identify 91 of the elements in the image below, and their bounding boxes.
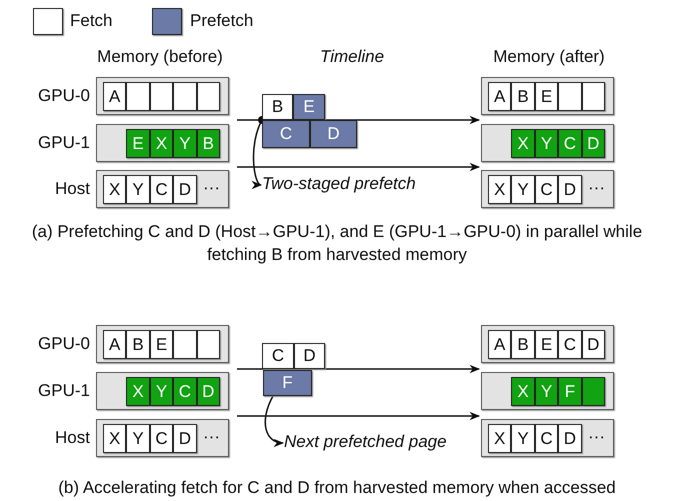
row-label: GPU-0: [38, 334, 90, 354]
page-block: C: [262, 120, 310, 148]
memory-page: F: [558, 377, 582, 406]
page-block: F: [263, 370, 312, 396]
memory-page: C: [150, 175, 174, 204]
memory-page: E: [534, 330, 558, 359]
memory-panel: [481, 325, 614, 363]
memory-page: D: [558, 424, 582, 453]
caption: (a) Prefetching C and D (Host→GPU-1), and E (GPU-1→GPU-0) in parallel while fetching B from harvested memory: [30, 221, 644, 266]
memory-page: [582, 82, 605, 111]
memory-page: C: [150, 424, 174, 453]
row-label: Host: [55, 428, 90, 448]
memory-page: A: [103, 330, 126, 359]
memory-page: [558, 82, 582, 111]
ellipsis: ···: [203, 178, 220, 198]
memory-page: X: [103, 175, 126, 204]
memory-page: B: [511, 330, 535, 359]
memory-page: [173, 82, 197, 111]
memory-page: D: [558, 175, 582, 204]
row-label: Host: [55, 179, 90, 199]
caption: (b) Accelerating fetch for C and D from harvested memory when accessed: [57, 477, 617, 499]
annotation-text: Two-staged prefetch: [262, 174, 416, 194]
memory-panel: [481, 419, 614, 457]
memory-page: E: [534, 82, 558, 111]
memory-page: D: [173, 424, 197, 453]
row-label: GPU-0: [38, 86, 90, 106]
memory-page: C: [558, 129, 582, 158]
memory-panel: [96, 170, 229, 208]
memory-page: X: [150, 129, 174, 158]
memory-page: [196, 330, 220, 359]
memory-panel: [96, 419, 229, 457]
memory-page: Y: [534, 377, 558, 406]
memory-page: C: [558, 330, 582, 359]
memory-page: Y: [126, 175, 150, 204]
memory-panel: [481, 77, 614, 115]
memory-page: C: [534, 424, 558, 453]
memory-panel: [481, 170, 614, 208]
memory-page: E: [126, 129, 150, 158]
row-label: GPU-1: [38, 381, 90, 401]
memory-panel: [96, 77, 229, 115]
memory-page: B: [196, 129, 220, 158]
column-heading: Memory (before): [96, 47, 224, 67]
memory-page: C: [173, 377, 197, 406]
memory-page: D: [173, 175, 197, 204]
memory-page: B: [511, 82, 535, 111]
memory-panel: [96, 325, 229, 363]
memory-page: [582, 377, 605, 406]
memory-page: D: [582, 129, 605, 158]
memory-panel: [481, 372, 614, 410]
memory-page: Y: [534, 129, 558, 158]
memory-page: [196, 82, 220, 111]
memory-panel: [96, 124, 229, 162]
row-label: GPU-1: [38, 133, 90, 153]
page-block: E: [293, 94, 325, 120]
memory-page: A: [103, 82, 126, 111]
legend-label: Fetch: [70, 11, 113, 31]
memory-page: D: [196, 377, 220, 406]
memory-panel: [481, 124, 614, 162]
memory-page: C: [534, 175, 558, 204]
column-heading: Memory (after): [492, 47, 606, 67]
memory-page: X: [103, 424, 126, 453]
memory-page: A: [488, 82, 512, 111]
annotation-text: Next prefetched page: [284, 432, 447, 452]
page-block: C: [262, 343, 294, 369]
page-block: B: [262, 94, 293, 120]
memory-page: [173, 330, 197, 359]
ellipsis: ···: [588, 178, 605, 198]
memory-page: X: [488, 424, 512, 453]
memory-page: Y: [511, 175, 535, 204]
page-block: D: [310, 120, 357, 148]
memory-page: Y: [511, 424, 535, 453]
memory-panel: [96, 372, 229, 410]
memory-page: [126, 82, 150, 111]
legend-label: Prefetch: [190, 11, 254, 31]
memory-page: A: [488, 330, 512, 359]
memory-page: Y: [173, 129, 197, 158]
memory-page: X: [511, 377, 535, 406]
memory-page: X: [488, 175, 512, 204]
ellipsis: ···: [588, 427, 605, 447]
memory-page: Y: [150, 377, 174, 406]
memory-page: B: [126, 330, 150, 359]
memory-page: X: [511, 129, 535, 158]
memory-page: Y: [126, 424, 150, 453]
leader-arrow: [264, 396, 284, 446]
memory-page: [150, 82, 174, 111]
memory-page: X: [126, 377, 150, 406]
ellipsis: ···: [203, 427, 220, 447]
memory-page: D: [582, 330, 605, 359]
memory-page: E: [150, 330, 174, 359]
timeline-heading: Timeline: [318, 47, 386, 67]
page-block: D: [294, 343, 325, 369]
